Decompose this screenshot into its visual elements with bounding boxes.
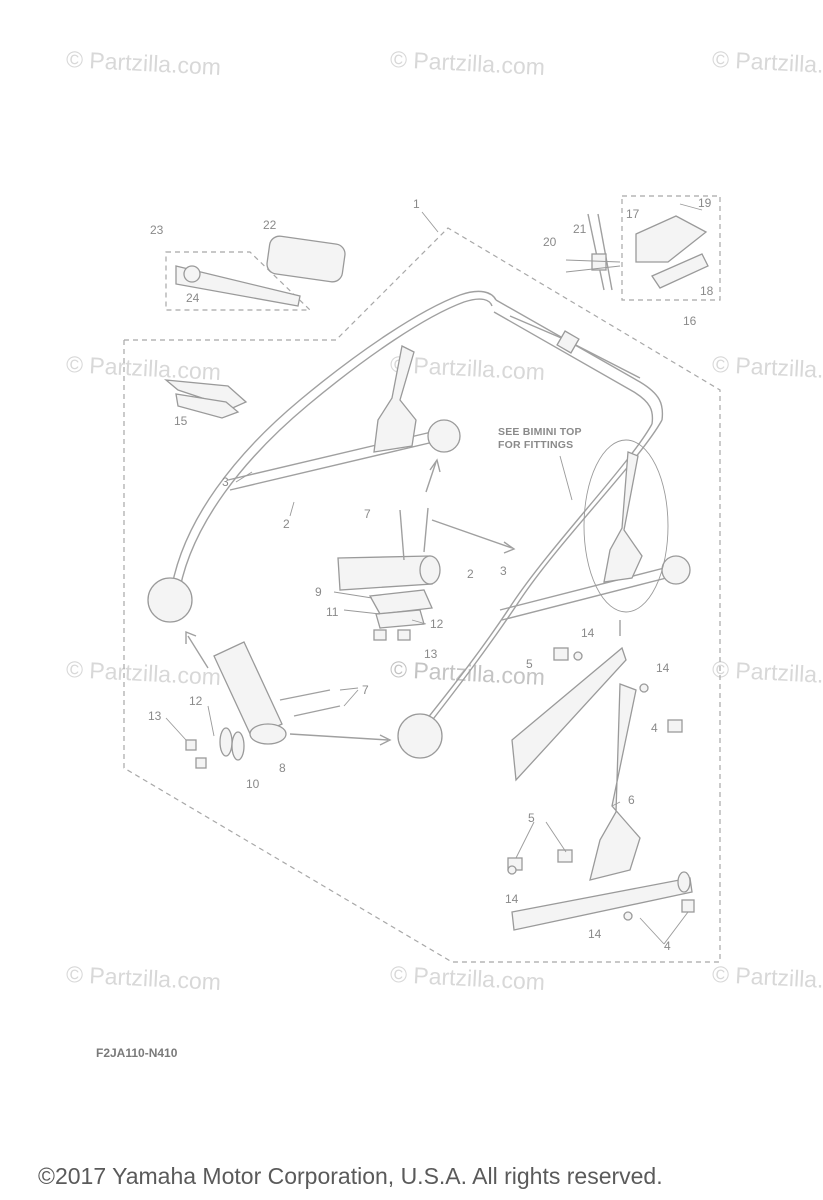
bolt-7a [399,509,405,561]
bimini-note-line1: SEE BIMINI TOP [498,426,582,438]
callout-17: 17 [626,207,640,221]
callout-14: 14 [656,661,670,675]
callout-9: 9 [315,585,322,599]
leader-1 [421,211,439,233]
tube-mid [337,555,433,591]
callout-20: 20 [543,235,557,249]
callout-10: 10 [246,777,260,791]
callout-18: 18 [700,284,714,298]
callout-2: 2 [283,517,290,531]
callout-13: 13 [424,647,438,661]
copyright-text: ©2017 Yamaha Motor Corporation, U.S.A. A… [38,1163,663,1189]
assembly-boundary [123,227,721,963]
diagram-code: F2JA110-N410 [96,1046,178,1060]
mirror-22 [266,235,346,283]
arm-24 [175,265,301,307]
tower-top-rail [495,299,664,421]
tower-left-tube [169,290,497,599]
callout-21: 21 [573,222,587,236]
callout-16: 16 [683,314,697,328]
inset-box-16 [621,195,721,301]
callout-12: 12 [189,694,203,708]
callout-8: 8 [279,761,286,775]
callout-7: 7 [364,507,371,521]
foot-pad-left [147,577,193,623]
tube-8 [213,641,283,739]
callout-4: 4 [651,721,658,735]
detail-ellipse [583,439,669,613]
callout-3: 3 [500,564,507,578]
callout-14: 14 [505,892,519,906]
callout-3: 3 [222,475,229,489]
bimini-note: SEE BIMINI TOP FOR FITTINGS [498,426,582,451]
foot-pad-right [397,713,443,759]
callout-1: 1 [413,197,420,211]
callout-23: 23 [150,223,164,237]
callout-2: 2 [467,567,474,581]
callout-5: 5 [526,657,533,671]
inset-box-23 [165,251,312,311]
callout-6: 6 [628,793,635,807]
clamp-17 [635,215,708,263]
callout-4: 4 [664,939,671,953]
callout-14: 14 [581,626,595,640]
callout-19: 19 [698,196,712,210]
callout-13: 13 [148,709,162,723]
callout-22: 22 [263,218,277,232]
hinge-bracket-upper [373,345,417,453]
callout-12: 12 [430,617,444,631]
callout-7: 7 [362,683,369,697]
callout-14: 14 [588,927,602,941]
callout-5: 5 [528,811,535,825]
callout-24: 24 [186,291,200,305]
right-brace [499,564,677,611]
bimini-note-line2: FOR FITTINGS [498,438,574,451]
callout-15: 15 [174,414,188,428]
hinge-bracket-6 [589,683,641,881]
callout-11: 11 [326,605,339,619]
